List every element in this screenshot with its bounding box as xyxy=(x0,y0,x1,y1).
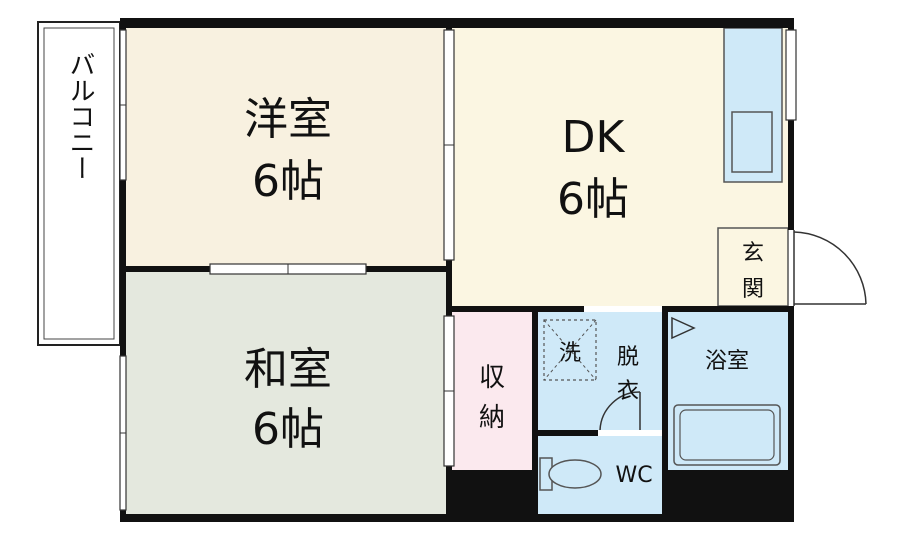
dk-room-size: 6帖 xyxy=(557,174,629,225)
laundry-label: 洗 xyxy=(559,341,581,366)
toilet-icon xyxy=(539,457,602,491)
dk-room-name: DK xyxy=(562,112,626,163)
entrance-label-1: 玄 xyxy=(742,241,764,266)
entrance-label-2: 関 xyxy=(742,277,764,302)
bath-vent-icon xyxy=(671,316,696,340)
balcony-label: バルコニー xyxy=(65,51,95,181)
entrance-door xyxy=(793,230,867,306)
western-room xyxy=(126,28,446,268)
storage-label-2: 納 xyxy=(479,403,505,433)
dressing-door xyxy=(599,391,641,431)
dressing-label-2: 衣 xyxy=(617,379,639,404)
japanese-room-size: 6帖 xyxy=(252,404,324,455)
dressing-label-1: 脱 xyxy=(617,345,639,370)
dressing-room xyxy=(538,312,662,430)
balcony xyxy=(37,21,121,346)
japanese-room-name: 和室 xyxy=(244,344,332,395)
bath-label: 浴室 xyxy=(705,349,749,374)
washing-machine-icon xyxy=(543,319,597,381)
storage-label-1: 収 xyxy=(479,363,505,393)
western-room-size: 6帖 xyxy=(252,156,324,207)
walls xyxy=(120,18,794,522)
sink xyxy=(731,111,773,173)
storage-room xyxy=(452,312,532,470)
western-room-name: 洋室 xyxy=(244,94,332,145)
bathtub xyxy=(673,404,781,466)
japanese-room xyxy=(126,272,446,514)
wc-label: WC xyxy=(615,463,652,488)
